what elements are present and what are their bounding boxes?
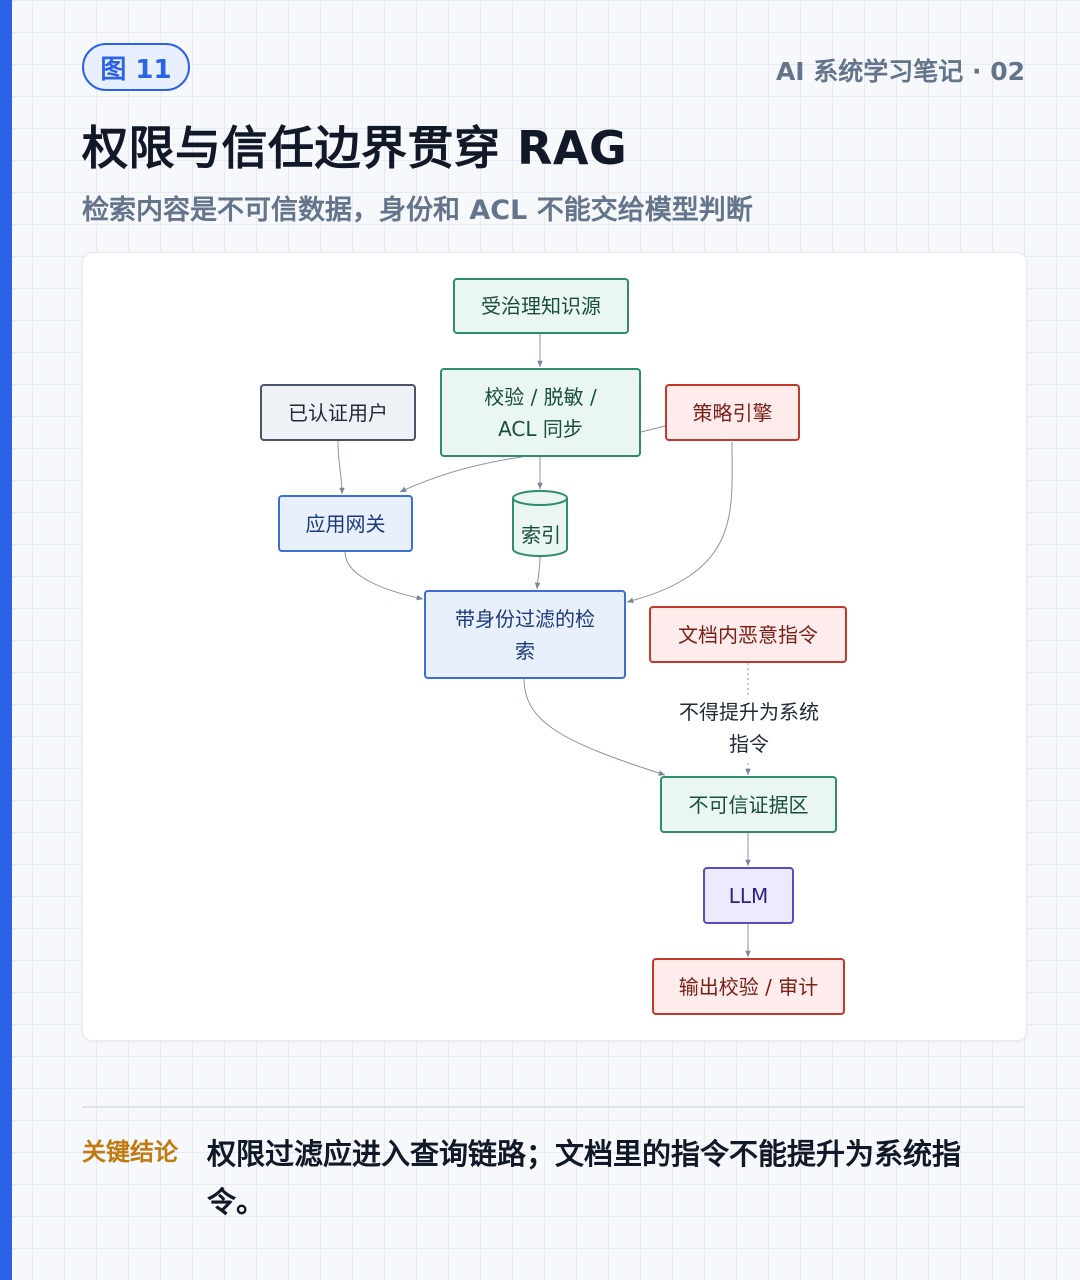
page-subtitle: 检索内容是不可信数据，身份和 ACL 不能交给模型判断 [82, 195, 753, 226]
edge-index-to-retrieval [534, 555, 541, 590]
node-authenticated-user: 已认证用户 [260, 384, 416, 441]
edge-user-to-gateway [337, 440, 345, 495]
node-knowledge-source: 受治理知识源 [453, 278, 629, 334]
edge-retrieval-to-untrusted [523, 677, 666, 776]
accent-bar [0, 0, 12, 1280]
index-cylinder [512, 490, 568, 557]
key-conclusion-label: 关键结论 [82, 1138, 178, 1166]
series-label: AI 系统学习笔记 · 02 [775, 57, 1025, 86]
node-policy-engine: 策略引擎 [665, 384, 800, 441]
page-title: 权限与信任边界贯穿 RAG [82, 121, 628, 175]
node-malicious-instruction: 文档内恶意指令 [649, 606, 847, 663]
edge-gateway-to-retrieval [344, 551, 424, 601]
edge-policy-to-validate [640, 425, 666, 433]
node-llm: LLM [703, 867, 794, 924]
node-identity-retrieval: 带身份过滤的检 索 [424, 590, 626, 679]
edge-policy-to-retrieval [626, 441, 733, 604]
node-validate-sync: 校验 / 脱敏 / ACL 同步 [440, 368, 641, 457]
node-output-audit: 输出校验 / 审计 [652, 958, 845, 1015]
edge-label-no-escalation: 不得提升为系统 指令 [668, 696, 830, 760]
node-untrusted-evidence: 不可信证据区 [660, 776, 837, 833]
divider [82, 1106, 1025, 1108]
key-conclusion-text: 权限过滤应进入查询链路；文档里的指令不能提升为系统指令。 [207, 1137, 962, 1219]
edge-validate-to-gateway [399, 456, 523, 493]
node-index-label: 索引 [521, 523, 561, 547]
node-app-gateway: 应用网关 [278, 495, 413, 552]
figure-badge: 图 11 [82, 43, 190, 91]
